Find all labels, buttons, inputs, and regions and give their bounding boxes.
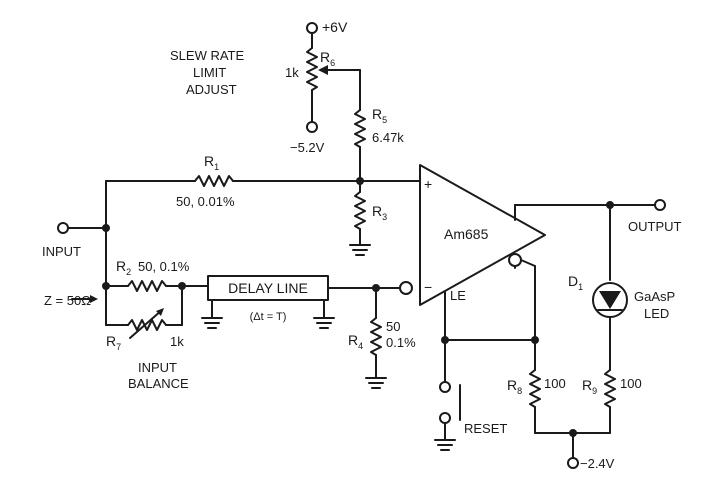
r2-value: 50, 0.1% xyxy=(138,259,190,274)
minus-input-label: − xyxy=(424,279,432,295)
r1-branch xyxy=(105,175,421,256)
variable-arrowhead xyxy=(156,308,164,316)
plus-input-label: + xyxy=(424,176,432,192)
r9-resistor xyxy=(604,369,616,408)
r4-label: R4 xyxy=(348,332,363,351)
r7-label: R7 xyxy=(106,333,121,352)
r9-value: 100 xyxy=(620,376,642,391)
switch-contact xyxy=(439,381,451,393)
labels: +6V SLEW RATE LIMIT ADJUST R6 1k −5.2V R… xyxy=(42,19,682,471)
r2-resistor xyxy=(127,280,167,292)
r4-resistor xyxy=(370,317,382,356)
led-diode xyxy=(599,291,621,309)
r6-potentiometer xyxy=(306,47,318,91)
delay-line-label: DELAY LINE xyxy=(228,280,308,296)
delay-line xyxy=(201,275,413,389)
inverting-bubble xyxy=(399,281,413,295)
r8-resistor xyxy=(529,369,541,408)
input-label: INPUT xyxy=(42,244,81,259)
output-network xyxy=(529,204,628,469)
slew-network xyxy=(306,22,366,182)
r3-label: R3 xyxy=(372,203,387,222)
r1-label: R1 xyxy=(204,153,219,172)
r1-resistor xyxy=(194,175,234,187)
delay-line-note: (Δt = T) xyxy=(250,311,287,323)
minus24v-label: −2.4V xyxy=(580,456,615,471)
plus6v-label: +6V xyxy=(322,19,348,35)
wire xyxy=(520,259,536,267)
minus24v-terminal xyxy=(567,457,579,469)
z-arrowhead xyxy=(90,295,98,303)
switch-contact xyxy=(439,412,451,424)
r2-label: R2 xyxy=(116,258,131,277)
r5-value: 6.47k xyxy=(372,130,404,145)
input-network xyxy=(57,180,209,339)
minus52v-terminal xyxy=(306,121,318,133)
z-label: Z = 50Ω xyxy=(44,293,91,308)
r6-value: 1k xyxy=(285,65,299,80)
r6-label: R6 xyxy=(320,49,335,68)
r4-value-1: 50 xyxy=(386,319,400,334)
input-terminal xyxy=(57,222,69,234)
qbar-bubble xyxy=(508,253,522,267)
r4-value-2: 0.1% xyxy=(386,335,416,350)
output-terminal xyxy=(654,199,666,211)
r1-value: 50, 0.01% xyxy=(176,194,235,209)
input-balance-1: INPUT xyxy=(138,360,177,375)
reset-label: RESET xyxy=(464,421,507,436)
r3-resistor xyxy=(354,191,366,230)
opamp-triangle xyxy=(419,164,546,306)
input-balance-2: BALANCE xyxy=(128,376,189,391)
variable-arrow xyxy=(129,309,163,339)
r5-label: R5 xyxy=(372,106,387,125)
slew-label-1: SLEW RATE xyxy=(170,48,244,63)
led-label: LED xyxy=(644,306,669,321)
r7-variable-resistor xyxy=(127,319,167,331)
wiper-arrow xyxy=(318,65,328,75)
r8-label: R8 xyxy=(507,377,522,396)
plus6v-terminal xyxy=(306,22,318,34)
minus52v-label: −5.2V xyxy=(290,140,325,155)
slew-label-2: LIMIT xyxy=(193,65,226,80)
r5-resistor xyxy=(354,109,366,148)
am685-comparator xyxy=(419,164,666,371)
junction xyxy=(531,336,539,344)
le-label: LE xyxy=(450,288,466,303)
opamp-label: Am685 xyxy=(444,226,489,242)
d1-label: D1 xyxy=(568,273,583,292)
r8-value: 100 xyxy=(544,376,566,391)
reset-switch xyxy=(434,339,461,451)
slew-label-3: ADJUST xyxy=(186,82,237,97)
r7-value: 1k xyxy=(170,334,184,349)
output-label: OUTPUT xyxy=(628,219,682,234)
r9-label: R9 xyxy=(582,377,597,396)
gaasp-label: GaAsP xyxy=(634,289,675,304)
